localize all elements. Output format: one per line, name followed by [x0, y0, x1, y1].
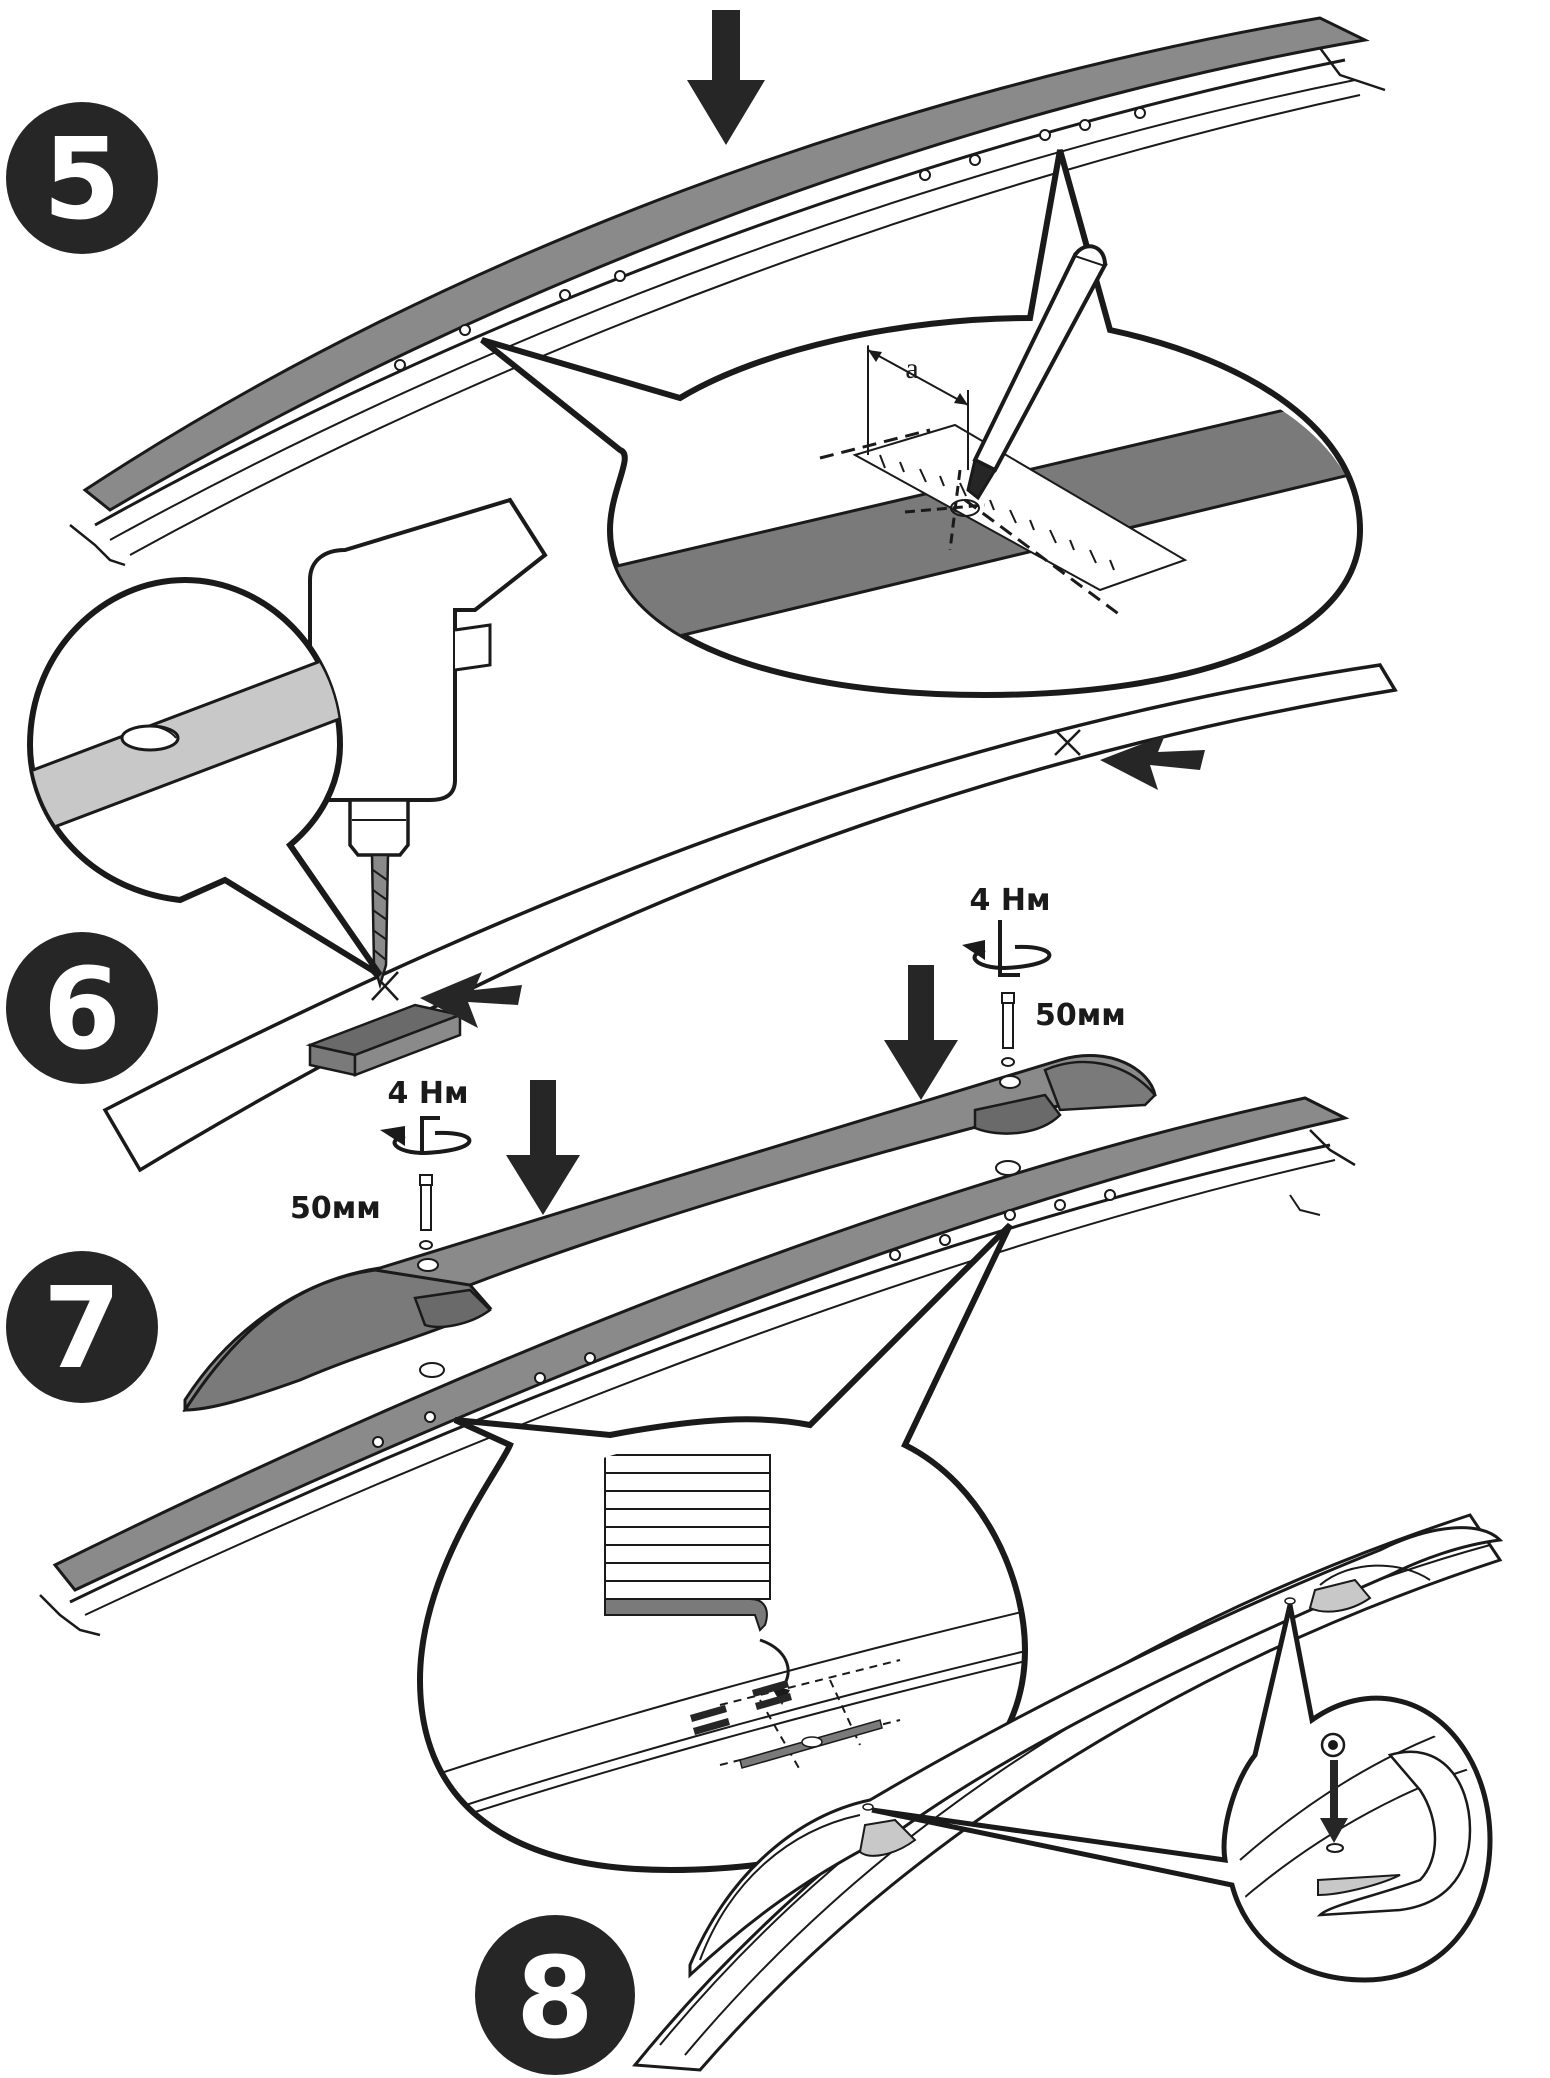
- step-5-badge: 5: [6, 102, 158, 254]
- step-7-number: 7: [43, 1264, 121, 1394]
- installed-roof-rail: [688, 1526, 1504, 1979]
- step-8-number: 8: [516, 1934, 594, 2064]
- torque-label-right: 4 Нм: [970, 883, 1051, 918]
- right-bolt-icon: [962, 920, 1052, 1067]
- step5-clip-points: [394, 107, 1146, 371]
- step-7-badge: 7: [6, 1251, 158, 1403]
- bolt-length-label-right: 50мм: [1035, 998, 1126, 1033]
- dimension-a-label: a: [905, 352, 918, 385]
- equal-distance-markers: [690, 1680, 792, 1735]
- drill-icon: [308, 497, 548, 990]
- step6-magnified-panel: [30, 647, 340, 843]
- torque-label-left: 4 Нм: [388, 1076, 469, 1111]
- step5-roof-strip: [82, 16, 1370, 512]
- step-5-number: 5: [43, 115, 121, 245]
- step-8-badge: 8: [475, 1915, 635, 2075]
- step7-arrow-left: [506, 1080, 580, 1215]
- step-6-number: 6: [43, 945, 121, 1075]
- step5-measuring-ruler: [852, 423, 1188, 592]
- left-bolt-icon: [380, 1116, 472, 1250]
- step6-arrow-far: [1100, 735, 1205, 790]
- step6-drill-mark-far: [1054, 729, 1081, 756]
- step7-clip-points: [372, 1189, 1116, 1448]
- marker-pen-icon: [966, 244, 1108, 501]
- step8-down-arrow: [1320, 1760, 1348, 1843]
- step5-down-arrow: [687, 10, 765, 145]
- step6-wooden-block: [305, 1003, 465, 1077]
- roof-rail-bar: [182, 1054, 1157, 1413]
- step6-drilled-hole: [120, 724, 180, 752]
- step-7-group: 7: [6, 883, 1356, 1874]
- step-8-group: 8: [475, 1513, 1504, 2075]
- step8-magnified-rail-foot: [1316, 1750, 1472, 1917]
- step-5-group: 5: [6, 10, 1386, 699]
- bolt-length-label-left: 50мм: [290, 1191, 381, 1226]
- step-6-badge: 6: [6, 932, 158, 1084]
- step-6-group: 6: [6, 497, 1398, 1173]
- tape-backing-peeled: [604, 1598, 768, 1632]
- step7-roof-strip: [52, 1096, 1350, 1592]
- step5-roof-edge-line: [94, 58, 1346, 527]
- bolt-cap-icon: [1320, 1732, 1346, 1758]
- double-sided-tape-stack: [604, 1454, 771, 1600]
- step7-arrow-right: [884, 965, 958, 1100]
- step6-roof-panel: [102, 663, 1398, 1173]
- step6-arrow-near: [420, 972, 522, 1028]
